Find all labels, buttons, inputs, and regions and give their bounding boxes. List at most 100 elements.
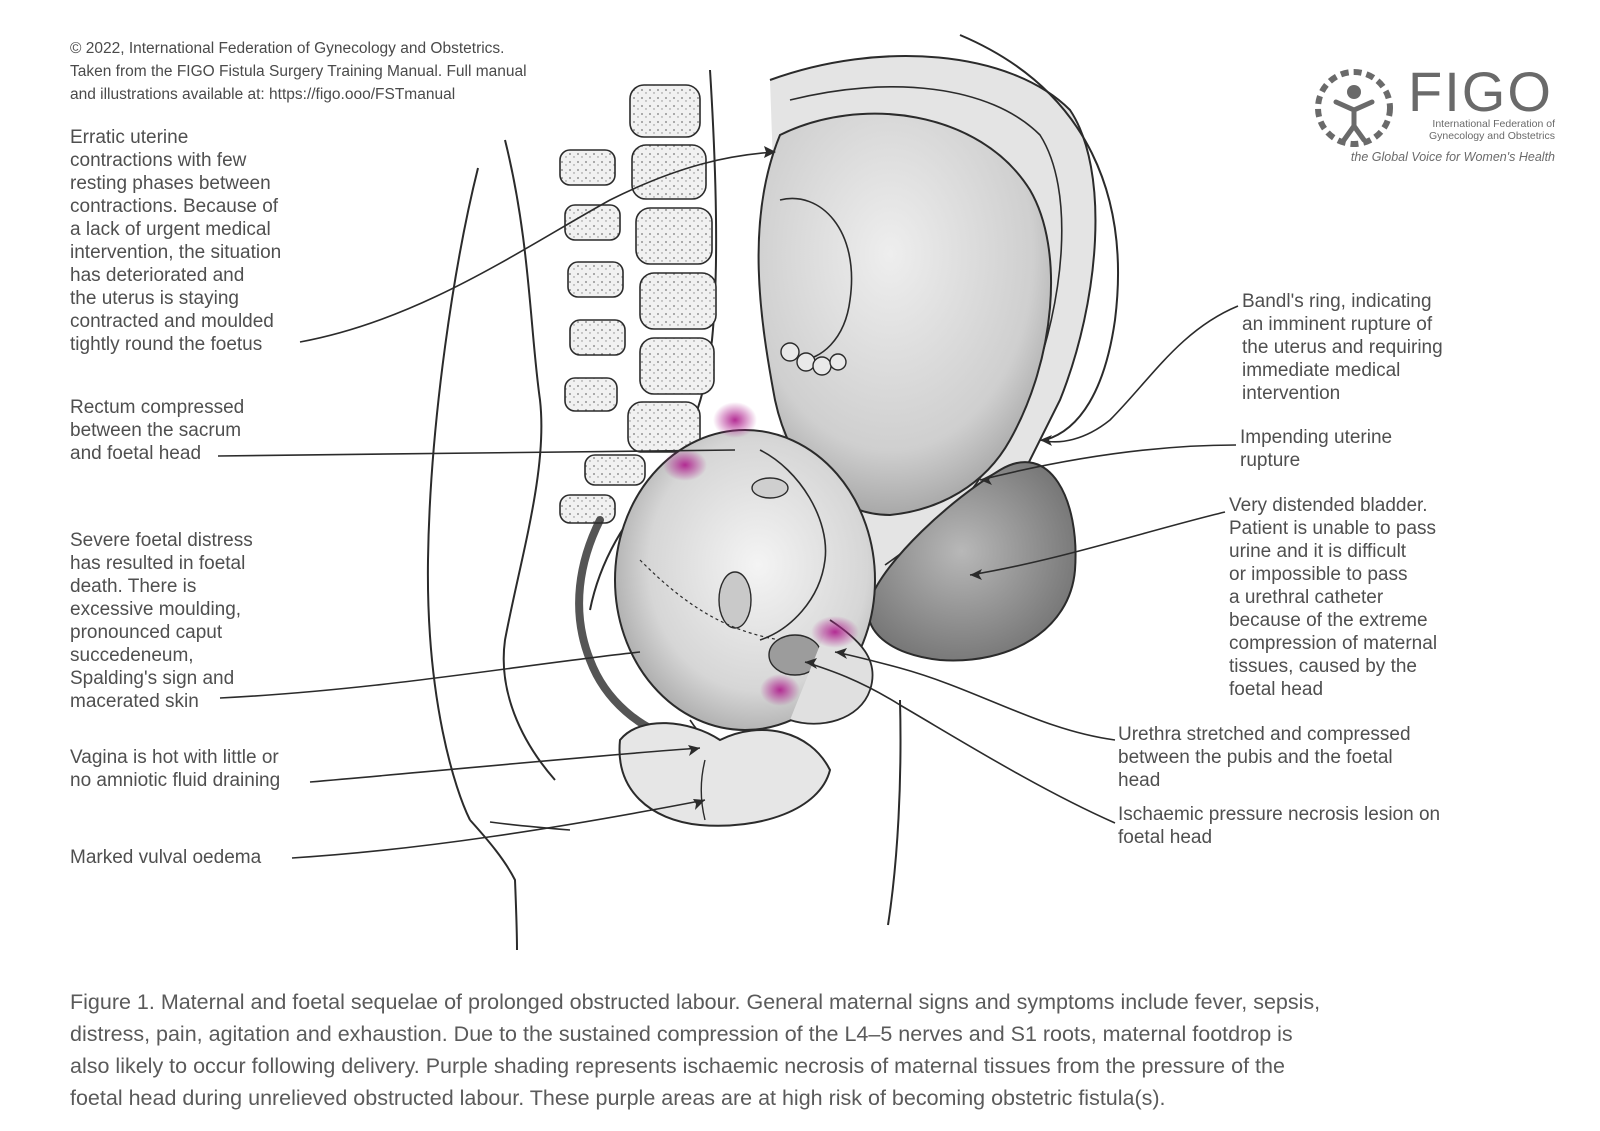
maternal-thigh-outline	[887, 699, 902, 926]
label-line: or impossible to pass	[1229, 564, 1408, 585]
leader-necrosis-lesion	[804, 661, 1116, 824]
label-line: contractions with few	[70, 150, 247, 171]
label-line: macerated skin	[70, 691, 199, 712]
necrosis-shading	[663, 402, 859, 706]
distended-bladder	[867, 461, 1077, 662]
label-line: and foetal head	[70, 443, 202, 464]
label-line: has resulted in foetal	[70, 553, 246, 574]
figo-logo: FIGO International Federation of Gynecol…	[1310, 62, 1555, 172]
leader-vagina	[309, 747, 701, 783]
label-line: Ischaemic pressure necrosis lesion on	[1118, 804, 1441, 825]
caption-line: Figure 1. Maternal and foetal sequelae o…	[70, 990, 1321, 1014]
label-line: rupture	[1240, 450, 1301, 471]
label-line: Very distended bladder.	[1229, 495, 1428, 516]
caput-moulding	[639, 559, 781, 641]
abdominal-wall	[959, 34, 1119, 441]
foetal-hand	[780, 342, 847, 376]
figo-tagline: the Global Voice for Women's Health	[1350, 150, 1555, 164]
label-urethra: Urethra stretched and compressed between…	[1118, 723, 1411, 792]
label-line: a lack of urgent medical	[70, 219, 271, 240]
label-line: Spalding's sign and	[70, 668, 235, 689]
copyright-notice: © 2022, International Federation of Gyne…	[70, 37, 630, 106]
foetal-body	[757, 112, 1053, 517]
vulva-fold	[700, 759, 706, 821]
label-line: intervention, the situation	[70, 242, 282, 263]
leader-bandls-ring	[1039, 305, 1239, 443]
label-line: contracted and moulded	[70, 311, 274, 332]
label-line: succedeneum,	[70, 645, 194, 666]
copyright-line: © 2022, International Federation of Gyne…	[70, 40, 505, 57]
label-line: Erratic uterine	[70, 127, 189, 148]
label-line: Severe foetal distress	[70, 530, 253, 551]
vertebrae	[559, 84, 717, 524]
label-line: pronounced caput	[70, 622, 223, 643]
leader-vulval-oedema	[291, 799, 706, 859]
label-line: excessive moulding,	[70, 599, 242, 620]
label-line: Vagina is hot with little or	[70, 747, 279, 768]
figo-logo-word: FIGO	[1408, 60, 1553, 123]
leader-arrowheads	[688, 146, 1052, 810]
label-rectum: Rectum compressed between the sacrum and…	[70, 396, 244, 465]
caption-line: foetal head during unrelieved obstructed…	[70, 1086, 1166, 1110]
maternal-back-outline	[426, 167, 479, 821]
label-uterine-rupture: Impending uterine rupture	[1240, 426, 1392, 472]
label-line: Urethra stretched and compressed	[1118, 724, 1411, 745]
vulva	[618, 722, 832, 827]
label-line: Rectum compressed	[70, 397, 245, 418]
label-line: a urethral catheter	[1229, 587, 1384, 608]
label-line: between the sacrum	[70, 420, 242, 441]
label-bladder: Very distended bladder. Patient is unabl…	[1229, 494, 1437, 701]
maternal-buttock-outline	[469, 819, 518, 951]
label-line: Impending uterine	[1240, 427, 1393, 448]
foetal-face	[759, 449, 827, 641]
label-line: immediate medical	[1242, 360, 1401, 381]
label-line: tightly round the foetus	[70, 334, 263, 355]
label-bandls-ring: Bandl's ring, indicating an imminent rup…	[1242, 290, 1443, 405]
label-line: urine and it is difficult	[1229, 541, 1407, 562]
leader-rectum	[217, 449, 736, 457]
leader-urethra	[834, 651, 1116, 741]
figo-emblem-icon	[1315, 69, 1393, 147]
label-line: resting phases between	[70, 173, 271, 194]
label-line: contractions. Because of	[70, 196, 279, 217]
spine-outer	[502, 139, 556, 781]
label-line: death. There is	[70, 576, 197, 597]
caption-line: also likely to occur following delivery.…	[70, 1054, 1285, 1078]
label-foetal-distress: Severe foetal distress has resulted in f…	[70, 529, 253, 713]
label-line: has deteriorated and	[70, 265, 245, 286]
label-necrosis-lesion: Ischaemic pressure necrosis lesion on fo…	[1118, 803, 1440, 849]
label-line: tissues, caused by the	[1229, 656, 1417, 677]
label-line: an imminent rupture of	[1242, 314, 1433, 335]
foetal-ear	[718, 571, 752, 629]
leader-bladder	[969, 511, 1226, 576]
label-line: between the pubis and the foetal	[1118, 747, 1393, 768]
label-line: because of the extreme	[1229, 610, 1428, 631]
foetal-arm	[779, 197, 853, 361]
figure-caption: Figure 1. Maternal and foetal sequelae o…	[70, 986, 1550, 1114]
label-vagina: Vagina is hot with little or no amniotic…	[70, 746, 280, 792]
caption-line: distress, pain, agitation and exhaustion…	[70, 1022, 1293, 1046]
leader-lines	[217, 151, 1239, 859]
label-line: foetal head	[1229, 679, 1324, 700]
figo-org-line: International Federation of	[1432, 118, 1555, 130]
label-line: foetal head	[1118, 827, 1213, 848]
label-line: the uterus and requiring	[1242, 337, 1443, 358]
leader-foetal-distress	[219, 651, 641, 699]
leader-uterine-rupture	[979, 444, 1237, 481]
copyright-line: Taken from the FIGO Fistula Surgery Trai…	[70, 63, 527, 80]
label-line: Patient is unable to pass	[1229, 518, 1437, 539]
label-line: no amniotic fluid draining	[70, 770, 281, 791]
figo-org-line: Gynecology and Obstetrics	[1428, 130, 1555, 142]
copyright-line: and illustrations available at: https://…	[70, 86, 456, 103]
perineum-outline	[489, 821, 571, 831]
figo-logo-org: International Federation of Gynecology a…	[1410, 118, 1555, 142]
label-vulval-oedema: Marked vulval oedema	[70, 846, 261, 869]
label-line: head	[1118, 770, 1161, 791]
label-uterine-contractions: Erratic uterine contractions with few re…	[70, 126, 281, 356]
leader-uterine-contractions	[299, 151, 776, 343]
spine-inner	[589, 69, 718, 611]
label-line: intervention	[1242, 383, 1341, 404]
label-line: compression of maternal	[1229, 633, 1438, 654]
